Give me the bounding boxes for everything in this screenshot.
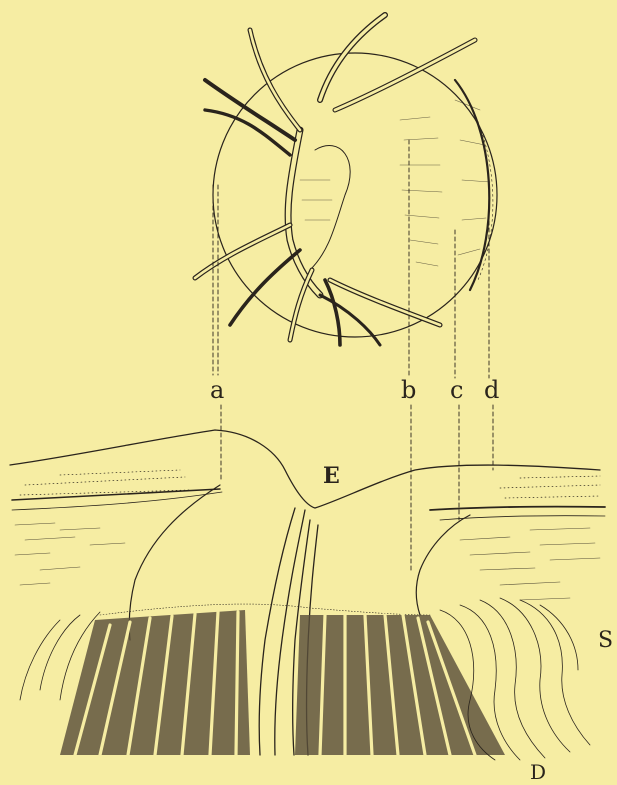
nerve-fibers-right [295, 615, 505, 755]
lamina-cribrosa [100, 604, 430, 615]
vessel-left-artery [205, 80, 295, 140]
vessel-left-dark [205, 110, 290, 155]
vessel-lower-left-dark [230, 250, 300, 325]
retinal-surface [10, 430, 600, 508]
nerve-fibers-left [60, 610, 250, 755]
label-b: b [401, 378, 416, 402]
physiological-cup-outline [310, 146, 350, 270]
cup-wall-right [416, 515, 470, 615]
label-d: d [484, 378, 499, 402]
label-E: E [323, 465, 340, 487]
cross-section [10, 430, 605, 760]
retinal-layer-dots-right [500, 476, 600, 498]
label-a: a [210, 378, 224, 402]
vessel-upper-right [320, 15, 385, 100]
cup-hatching [300, 100, 490, 266]
label-D: D [530, 762, 546, 782]
projection-lines [213, 140, 493, 570]
label-S: S [598, 630, 613, 652]
label-c: c [450, 378, 463, 402]
scleral-crescent [455, 80, 489, 290]
central-vessel-section-1 [259, 508, 295, 755]
fundus-disc-view [195, 15, 497, 345]
